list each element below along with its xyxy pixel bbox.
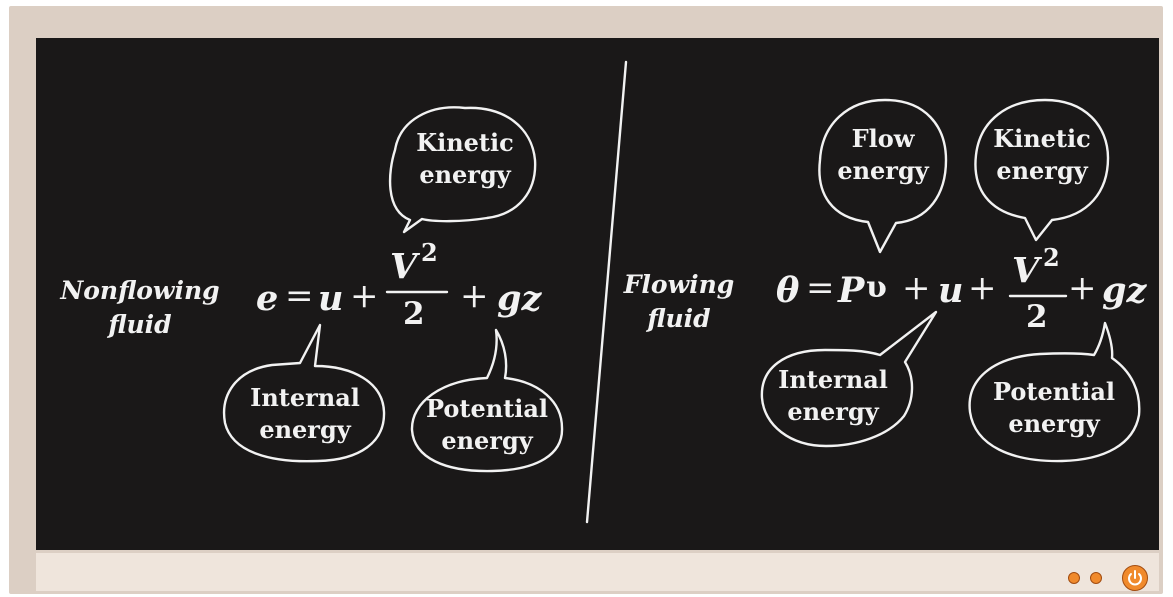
eq-u: u <box>318 278 344 319</box>
eq-plus: + <box>902 268 931 308</box>
eq-u: u <box>938 270 964 311</box>
control-bar <box>36 553 1159 591</box>
bubble-line: energy <box>419 160 511 189</box>
eq-plus: + <box>968 268 997 308</box>
bubble-line: energy <box>996 156 1088 185</box>
divider-line <box>585 60 628 524</box>
label-line: fluid <box>647 304 711 333</box>
bubble-line: Flow <box>851 124 915 153</box>
bubble-line: energy <box>787 397 879 426</box>
bubble-line: Kinetic <box>993 124 1091 153</box>
kinetic-bubble-left <box>388 106 537 234</box>
eq-V: V <box>390 246 418 287</box>
kinetic-energy-label-right: Kinetic energy <box>976 123 1108 187</box>
eq-denominator: 2 <box>403 296 425 332</box>
label-line: fluid <box>108 310 172 339</box>
bubble-line: Potential <box>992 377 1116 406</box>
power-glyph <box>1128 570 1142 586</box>
potential-bubble-left <box>410 328 564 473</box>
eq-denominator: 2 <box>1026 299 1048 335</box>
kinetic-energy-label-left: Kinetic energy <box>395 127 535 191</box>
eq-theta: θ <box>776 270 800 311</box>
bubble-line: Potential <box>425 394 549 423</box>
flowing-fluid-label: Flowing fluid <box>614 268 744 336</box>
bubble-line: energy <box>441 426 533 455</box>
label-line: Flowing <box>623 270 735 299</box>
bubble-line: Kinetic <box>416 128 514 157</box>
internal-energy-label-right: Internal energy <box>762 364 904 428</box>
dot-icon[interactable] <box>1090 572 1102 584</box>
eq-e: e <box>256 278 279 319</box>
bubble-line: Internal <box>250 383 360 412</box>
label-line: Nonflowing <box>60 276 220 305</box>
eq-specific-volume: υ <box>866 270 887 305</box>
internal-bubble-left <box>222 323 386 463</box>
kinetic-bubble-right <box>974 98 1110 242</box>
bubble-line: energy <box>837 156 929 185</box>
potential-bubble-right <box>968 321 1141 463</box>
eq-gz: gz <box>1102 270 1147 311</box>
flow-bubble-right <box>818 98 948 254</box>
potential-energy-label-left: Potential energy <box>412 393 562 457</box>
eq-plus: + <box>1068 268 1097 308</box>
eq-gz: gz <box>497 278 542 319</box>
eq-plus: + <box>350 276 379 316</box>
eq-V: V <box>1012 250 1040 291</box>
bubble-line: energy <box>1008 409 1100 438</box>
nonflowing-fluid-label: Nonflowing fluid <box>54 274 226 342</box>
eq-plus: + <box>460 276 489 316</box>
eq-exponent: 2 <box>421 238 438 267</box>
chalkboard <box>36 38 1159 550</box>
eq-exponent: 2 <box>1043 243 1060 272</box>
internal-energy-label-left: Internal energy <box>226 382 384 446</box>
flow-energy-label-right: Flow energy <box>820 123 946 187</box>
bubble-line: Internal <box>778 365 888 394</box>
potential-energy-label-right: Potential energy <box>970 376 1138 440</box>
power-icon[interactable] <box>1122 565 1148 591</box>
dot-icon[interactable] <box>1068 572 1080 584</box>
internal-bubble-right <box>760 310 938 448</box>
eq-P: P <box>838 270 865 311</box>
bubble-line: energy <box>259 415 351 444</box>
eq-equals: = <box>285 276 314 316</box>
eq-equals: = <box>806 268 835 308</box>
